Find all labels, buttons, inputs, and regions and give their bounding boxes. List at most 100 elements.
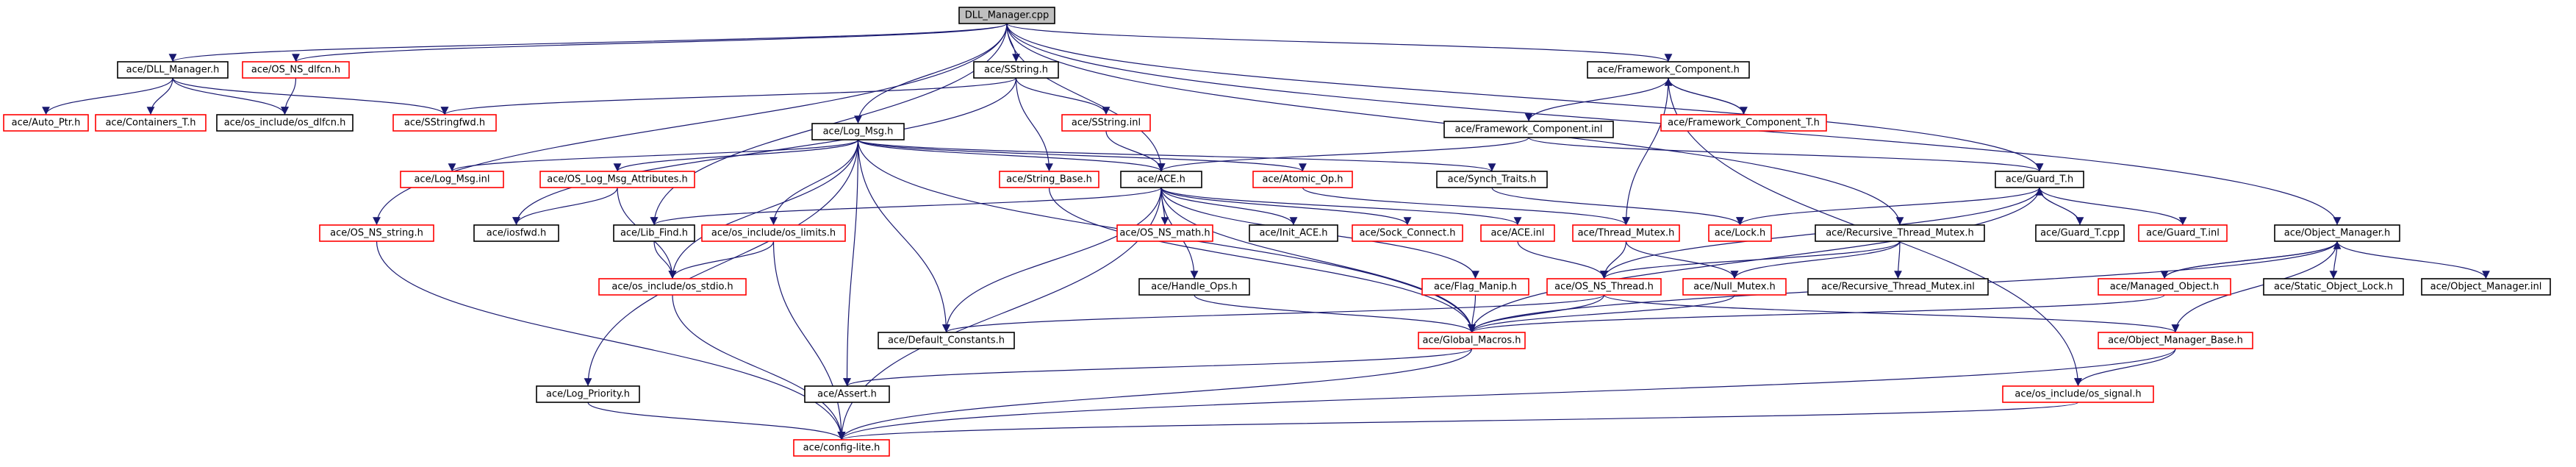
node-ace-config-lite-h[interactable]: ace/config-lite.h bbox=[793, 439, 890, 457]
node-ace-guard-t-h[interactable]: ace/Guard_T.h bbox=[1995, 171, 2084, 188]
node-ace-string-base-h[interactable]: ace/String_Base.h bbox=[999, 171, 1099, 188]
node-ace-dll-manager-h[interactable]: ace/DLL_Manager.h bbox=[117, 61, 229, 79]
node-ace-guard-t-cpp[interactable]: ace/Guard_T.cpp bbox=[2035, 224, 2125, 242]
node-ace-lib-find-h[interactable]: ace/Lib_Find.h bbox=[613, 224, 695, 242]
edge-globalmacros-to-assert bbox=[843, 348, 1473, 387]
node-ace-global-macros-h[interactable]: ace/Global_Macros.h bbox=[1418, 332, 1526, 349]
node-label: ace/Framework_Component.inl bbox=[1454, 124, 1602, 135]
node-label: ace/Flag_Manip.h bbox=[1434, 282, 1517, 293]
node-ace-object-manager-base-h[interactable]: ace/Object_Manager_Base.h bbox=[2098, 332, 2253, 349]
node-ace-os-include-os-signal-h[interactable]: ace/os_include/os_signal.h bbox=[2002, 385, 2154, 403]
node-label: ace/Framework_Component.h bbox=[1597, 65, 1740, 76]
node-label: ace/Object_Manager.inl bbox=[2430, 282, 2542, 293]
node-dll-manager-cpp[interactable]: DLL_Manager.cpp bbox=[958, 7, 1055, 24]
node-ace-handle-ops-h[interactable]: ace/Handle_Ops.h bbox=[1138, 278, 1250, 296]
node-ace-lock-h[interactable]: ace/Lock.h bbox=[1708, 224, 1772, 242]
node-ace-log-msg-inl[interactable]: ace/Log_Msg.inl bbox=[400, 171, 504, 188]
node-ace-default-constants-h[interactable]: ace/Default_Constants.h bbox=[878, 332, 1015, 349]
edge-logmsg-to-logmsginl bbox=[448, 139, 859, 172]
edge-sstring-to-sstringinl bbox=[1015, 77, 1111, 115]
node-ace-null-mutex-h[interactable]: ace/Null_Mutex.h bbox=[1682, 278, 1787, 296]
node-ace-os-include-os-dlfcn-h[interactable]: ace/os_include/os_dlfcn.h bbox=[216, 114, 354, 132]
edge-libfind-to-osstdio bbox=[653, 240, 677, 279]
node-label: ace/SStringfwd.h bbox=[404, 118, 485, 129]
node-ace-synch-traits-h[interactable]: ace/Synch_Traits.h bbox=[1436, 171, 1548, 188]
node-label: ace/Recursive_Thread_Mutex.h bbox=[1826, 228, 1974, 239]
node-ace-static-object-lock-h[interactable]: ace/Static_Object_Lock.h bbox=[2263, 278, 2404, 296]
node-label: ace/os_include/os_dlfcn.h bbox=[224, 118, 346, 129]
edge-logpriority-to-configlite bbox=[587, 402, 846, 441]
node-ace-ace-h[interactable]: ace/ACE.h bbox=[1120, 171, 1202, 188]
edge-nullmutex-to-globalmacros bbox=[1468, 294, 1735, 333]
node-ace-init-ace-h[interactable]: ace/Init_ACE.h bbox=[1249, 224, 1338, 242]
node-ace-os-log-msg-attributes-h[interactable]: ace/OS_Log_Msg_Attributes.h bbox=[539, 171, 695, 188]
node-ace-iosfwd-h[interactable]: ace/iosfwd.h bbox=[473, 224, 559, 242]
node-box bbox=[2035, 224, 2125, 242]
node-box bbox=[319, 224, 434, 242]
edge-sstring-to-iosfwd bbox=[512, 77, 1017, 226]
edge-fwcompt-to-fwcomp bbox=[1664, 77, 1745, 115]
node-ace-sock-connect-h[interactable]: ace/Sock_Connect.h bbox=[1352, 224, 1463, 242]
node-label: ace/Init_ACE.h bbox=[1259, 228, 1327, 239]
node-ace-object-manager-h[interactable]: ace/Object_Manager.h bbox=[2274, 224, 2400, 242]
node-ace-assert-h[interactable]: ace/Assert.h bbox=[804, 385, 890, 403]
edge-ace-to-libfind bbox=[650, 187, 1162, 226]
node-ace-log-msg-h[interactable]: ace/Log_Msg.h bbox=[811, 123, 905, 140]
node-ace-atomic-op-h[interactable]: ace/Atomic_Op.h bbox=[1252, 171, 1353, 188]
edge-guardt-to-lock bbox=[1736, 187, 2040, 226]
node-box bbox=[400, 171, 504, 188]
node-ace-os-include-os-stdio-h[interactable]: ace/os_include/os_stdio.h bbox=[598, 278, 747, 296]
node-ace-ace-inl[interactable]: ace/ACE.inl bbox=[1480, 224, 1555, 242]
node-ace-framework-component-inl[interactable]: ace/Framework_Component.inl bbox=[1443, 121, 1614, 138]
node-label: ace/Object_Manager_Base.h bbox=[2108, 335, 2243, 346]
node-ace-os-ns-thread-h[interactable]: ace/OS_NS_Thread.h bbox=[1546, 278, 1662, 296]
node-ace-sstring-inl[interactable]: ace/SString.inl bbox=[1061, 114, 1151, 132]
node-ace-framework-component-t-h[interactable]: ace/Framework_Component_T.h bbox=[1660, 114, 1827, 132]
node-ace-managed-object-h[interactable]: ace/Managed_Object.h bbox=[2098, 278, 2231, 296]
node-ace-log-priority-h[interactable]: ace/Log_Priority.h bbox=[536, 385, 640, 403]
node-ace-os-ns-math-h[interactable]: ace/OS_NS_math.h bbox=[1116, 224, 1213, 242]
node-box bbox=[701, 224, 846, 242]
node-ace-sstringfwd-h[interactable]: ace/SStringfwd.h bbox=[392, 114, 497, 132]
node-box bbox=[613, 224, 695, 242]
node-box bbox=[1807, 278, 1989, 296]
edge-recthreadmutex-to-nullmutex bbox=[1730, 240, 1901, 279]
node-ace-auto-ptr-h[interactable]: ace/Auto_Ptr.h bbox=[3, 114, 89, 132]
node-ace-recursive-thread-mutex-h[interactable]: ace/Recursive_Thread_Mutex.h bbox=[1815, 224, 1985, 242]
edge-root-to-dllmgr bbox=[169, 23, 1008, 63]
node-ace-containers-t-h[interactable]: ace/Containers_T.h bbox=[95, 114, 207, 132]
node-box bbox=[1682, 278, 1787, 296]
node-ace-guard-t-inl[interactable]: ace/Guard_T.inl bbox=[2138, 224, 2228, 242]
edge-guardtcpp-to-guardt bbox=[2035, 187, 2081, 226]
edge-osstdio-to-configlite bbox=[672, 294, 846, 441]
node-label: ace/Assert.h bbox=[817, 389, 877, 400]
node-box bbox=[117, 61, 229, 79]
node-label: ace/Framework_Component_T.h bbox=[1668, 118, 1820, 129]
node-ace-recursive-thread-mutex-inl[interactable]: ace/Recursive_Thread_Mutex.inl bbox=[1807, 278, 1989, 296]
node-box bbox=[2002, 385, 2154, 403]
edge-synchtraits-to-lock bbox=[1491, 187, 1744, 226]
node-label: ace/Log_Msg.inl bbox=[414, 174, 489, 185]
node-ace-os-ns-string-h[interactable]: ace/OS_NS_string.h bbox=[319, 224, 434, 242]
node-box bbox=[1061, 114, 1151, 132]
node-box bbox=[804, 385, 890, 403]
node-ace-object-manager-inl[interactable]: ace/Object_Manager.inl bbox=[2421, 278, 2551, 296]
node-box bbox=[598, 278, 747, 296]
node-ace-os-ns-dlfcn-h[interactable]: ace/OS_NS_dlfcn.h bbox=[242, 61, 350, 79]
node-label: DLL_Manager.cpp bbox=[965, 10, 1050, 21]
node-ace-flag-manip-h[interactable]: ace/Flag_Manip.h bbox=[1421, 278, 1529, 296]
node-box bbox=[2263, 278, 2404, 296]
edge-logmsg-to-defconst bbox=[857, 139, 950, 333]
node-box bbox=[539, 171, 695, 188]
node-box bbox=[1572, 224, 1680, 242]
edge-fwcompinl-to-ace bbox=[1157, 137, 1529, 172]
node-ace-os-include-os-limits-h[interactable]: ace/os_include/os_limits.h bbox=[701, 224, 846, 242]
node-box bbox=[536, 385, 640, 403]
node-ace-thread-mutex-h[interactable]: ace/Thread_Mutex.h bbox=[1572, 224, 1680, 242]
node-ace-framework-component-h[interactable]: ace/Framework_Component.h bbox=[1587, 61, 1750, 79]
node-label: ace/Managed_Object.h bbox=[2110, 282, 2220, 293]
node-box bbox=[793, 439, 890, 457]
node-label: ace/Lib_Find.h bbox=[620, 228, 688, 239]
node-ace-sstring-h[interactable]: ace/SString.h bbox=[973, 61, 1059, 79]
